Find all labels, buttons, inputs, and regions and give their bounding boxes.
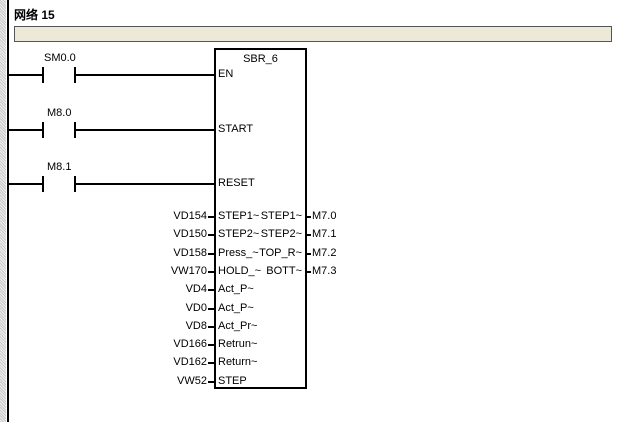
contact-address: M8.0 [47, 107, 72, 119]
pin-stub [305, 216, 311, 218]
contact-left-bar [42, 176, 44, 192]
contact-left-bar [42, 67, 44, 83]
input-pin: STEP [218, 374, 247, 387]
input-pin: HOLD_~ [218, 264, 262, 277]
pin-stub [208, 307, 214, 310]
output-operand[interactable]: M7.0 [312, 210, 337, 222]
pin-stub [305, 234, 311, 237]
pin-stub [208, 289, 214, 292]
left-gutter [0, 0, 6, 422]
subroutine-block-sbr6[interactable]: SBR_6 [214, 48, 307, 389]
input-operand[interactable]: VW52 [177, 374, 207, 387]
input-pin: Act_Pr~ [218, 319, 258, 332]
block-name: SBR_6 [243, 53, 278, 65]
input-operand[interactable]: VD158 [173, 246, 207, 259]
output-operand[interactable]: M7.1 [312, 228, 337, 241]
output-operand[interactable]: M7.2 [312, 246, 337, 259]
pin-stub [208, 270, 214, 273]
pin-label: RESET [218, 177, 255, 189]
output-pin: BOTT~ [266, 264, 302, 277]
network-title: 网络 15 [14, 8, 55, 22]
wire [9, 183, 43, 185]
input-operand[interactable]: VD0 [185, 301, 207, 314]
contact-left-bar [42, 122, 44, 138]
pin-label: EN [218, 68, 234, 80]
output-operand[interactable]: M7.3 [312, 264, 337, 277]
output-pin: TOP_R~ [259, 246, 302, 259]
wire [75, 129, 215, 131]
input-pin: Act_P~ [218, 301, 254, 314]
input-operand[interactable]: VD4 [185, 283, 207, 296]
pin-label: START [218, 123, 254, 135]
input-pin: STEP2~ [218, 228, 260, 241]
wire [9, 74, 43, 76]
input-operand[interactable]: VW170 [170, 264, 207, 277]
pin-stub [208, 362, 214, 365]
wire [75, 74, 215, 76]
input-pin: Retrun~ [218, 338, 258, 351]
input-operand[interactable]: VD150 [173, 228, 207, 241]
pin-stub [208, 380, 214, 383]
wire [9, 129, 43, 131]
output-pin: STEP1~ [260, 210, 302, 222]
input-operand[interactable]: VD166 [173, 338, 207, 351]
input-operand[interactable]: VD162 [173, 356, 207, 369]
network-comment[interactable] [14, 26, 612, 42]
pin-stub [208, 325, 214, 328]
pin-stub [208, 252, 214, 255]
pin-stub [208, 234, 214, 237]
power-rail [7, 0, 9, 422]
input-operand[interactable]: VD154 [173, 210, 207, 222]
input-operand[interactable]: VD8 [185, 319, 207, 332]
input-pin: STEP1~ [218, 210, 260, 222]
input-pin: Press_~ [218, 246, 259, 259]
wire [75, 183, 215, 185]
output-pin: STEP2~ [260, 228, 302, 241]
pin-stub [208, 344, 214, 347]
contact-address: M8.1 [47, 161, 72, 173]
input-pin: Act_P~ [218, 283, 254, 296]
contact-address: SM0.0 [44, 52, 76, 64]
pin-stub [208, 216, 214, 218]
pin-stub [305, 270, 311, 273]
pin-stub [305, 252, 311, 255]
input-pin: Return~ [218, 356, 258, 369]
